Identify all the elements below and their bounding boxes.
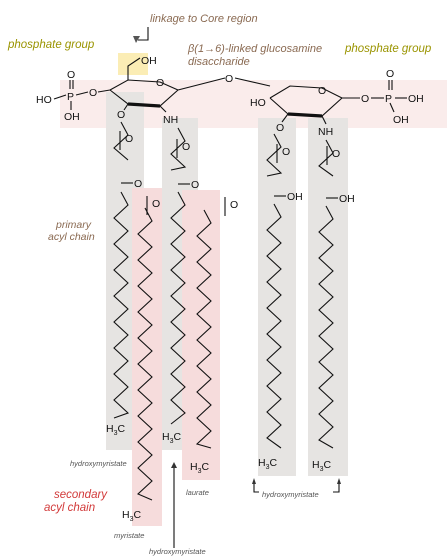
chain-4-methyl: H3C xyxy=(190,461,210,475)
linkage-label: linkage to Core region xyxy=(150,13,258,25)
phosphate-label-left: phosphate group xyxy=(7,39,95,51)
atom-glycosidic-o: O xyxy=(225,73,233,85)
secondary-label-line2: acyl chain xyxy=(44,502,95,514)
atom-nh: NH xyxy=(318,126,333,138)
phosphate-label-right: phosphate group xyxy=(344,43,432,55)
chain-3-ester-o: O xyxy=(191,179,199,191)
secondary-label-line1: secondary xyxy=(54,489,108,501)
atom-nh: NH xyxy=(163,114,178,126)
hydroxymyristate-caption-3: hydroxymyristate xyxy=(262,490,319,499)
glucosamine-ring-right: HO O O NH O P O OH OH xyxy=(250,68,424,138)
linkage-highlight xyxy=(118,53,148,75)
atom-o: O xyxy=(117,109,125,121)
chain-3-carbonyl-o: O xyxy=(182,141,190,153)
bracket-left-arrow xyxy=(252,478,256,484)
atom-ring-o: O xyxy=(318,85,326,97)
bracket-right xyxy=(333,484,340,493)
chain-5-carbonyl-o: O xyxy=(282,146,290,158)
hydroxymyristate-caption-1: hydroxymyristate xyxy=(70,459,127,468)
chain-6-oh: OH xyxy=(339,193,355,205)
hydroxymyristate-caption-2: hydroxymyristate xyxy=(149,547,206,556)
laurate-caption: laurate xyxy=(186,488,209,497)
chain-3-methyl: H3C xyxy=(162,431,182,445)
chain-1-ester-o: O xyxy=(134,178,142,190)
atom-o: O xyxy=(67,69,75,81)
chain-4-tail xyxy=(195,209,212,449)
atom-o: O xyxy=(361,93,369,105)
chain-5-methyl: H3C xyxy=(258,457,278,471)
myristate-band xyxy=(132,188,162,526)
chain-1-carbonyl-o: O xyxy=(125,133,133,145)
chain-1-tail xyxy=(113,191,130,419)
chain-6-methyl: H3C xyxy=(312,459,332,473)
chain-5-head xyxy=(266,133,283,177)
atom-p: P xyxy=(67,91,74,103)
atom-oh: OH xyxy=(64,111,80,123)
atom-o: O xyxy=(276,122,284,134)
left-phosphate: HO P O O OH xyxy=(36,69,111,123)
hydroxymyristate-band-4 xyxy=(308,118,348,476)
myristate-caption: myristate xyxy=(114,531,144,540)
bracket-right-arrow xyxy=(337,478,341,484)
chain-6-carbonyl-o: O xyxy=(332,148,340,160)
disaccharide-label-line2: disaccharide xyxy=(188,56,250,68)
bracket-left xyxy=(253,484,259,493)
hydroxymyristate-band-3 xyxy=(258,118,296,476)
disaccharide-label-line1: β(1→6)-linked glucosamine xyxy=(187,43,322,55)
chain-1-head xyxy=(113,121,129,161)
atom-o: O xyxy=(89,87,97,99)
atom-oh: OH xyxy=(141,55,157,67)
chain-2-methyl: H3C xyxy=(122,509,142,523)
primary-label-line2: acyl chain xyxy=(48,231,95,243)
primary-label-line1: primary xyxy=(55,219,92,231)
atom-oh: OH xyxy=(408,93,424,105)
chain-3-head xyxy=(170,127,187,171)
chain-2-carbonyl-o: O xyxy=(152,198,160,210)
glucosamine-ring-left: OH O O NH O xyxy=(109,55,271,126)
pointer-arrowhead-2 xyxy=(171,462,177,468)
linkage-pointer xyxy=(138,27,149,41)
atom-ho: HO xyxy=(36,94,52,106)
chain-6-tail xyxy=(318,205,334,449)
chain-2-tail xyxy=(137,207,153,501)
chain-5-oh: OH xyxy=(287,191,303,203)
chain-1-methyl: H3C xyxy=(106,423,126,437)
chain-5-tail xyxy=(266,203,282,449)
atom-oh: OH xyxy=(393,114,409,126)
linkage-arrowhead xyxy=(133,36,140,43)
chain-6-head xyxy=(318,139,334,177)
laurate-band xyxy=(182,190,220,480)
atom-ho: HO xyxy=(250,97,266,109)
chain-3-tail xyxy=(170,191,186,425)
atom-p: P xyxy=(385,93,392,105)
atom-ring-o: O xyxy=(156,77,164,89)
atom-o: O xyxy=(386,68,394,80)
chain-4-carbonyl-o: O xyxy=(230,199,238,211)
